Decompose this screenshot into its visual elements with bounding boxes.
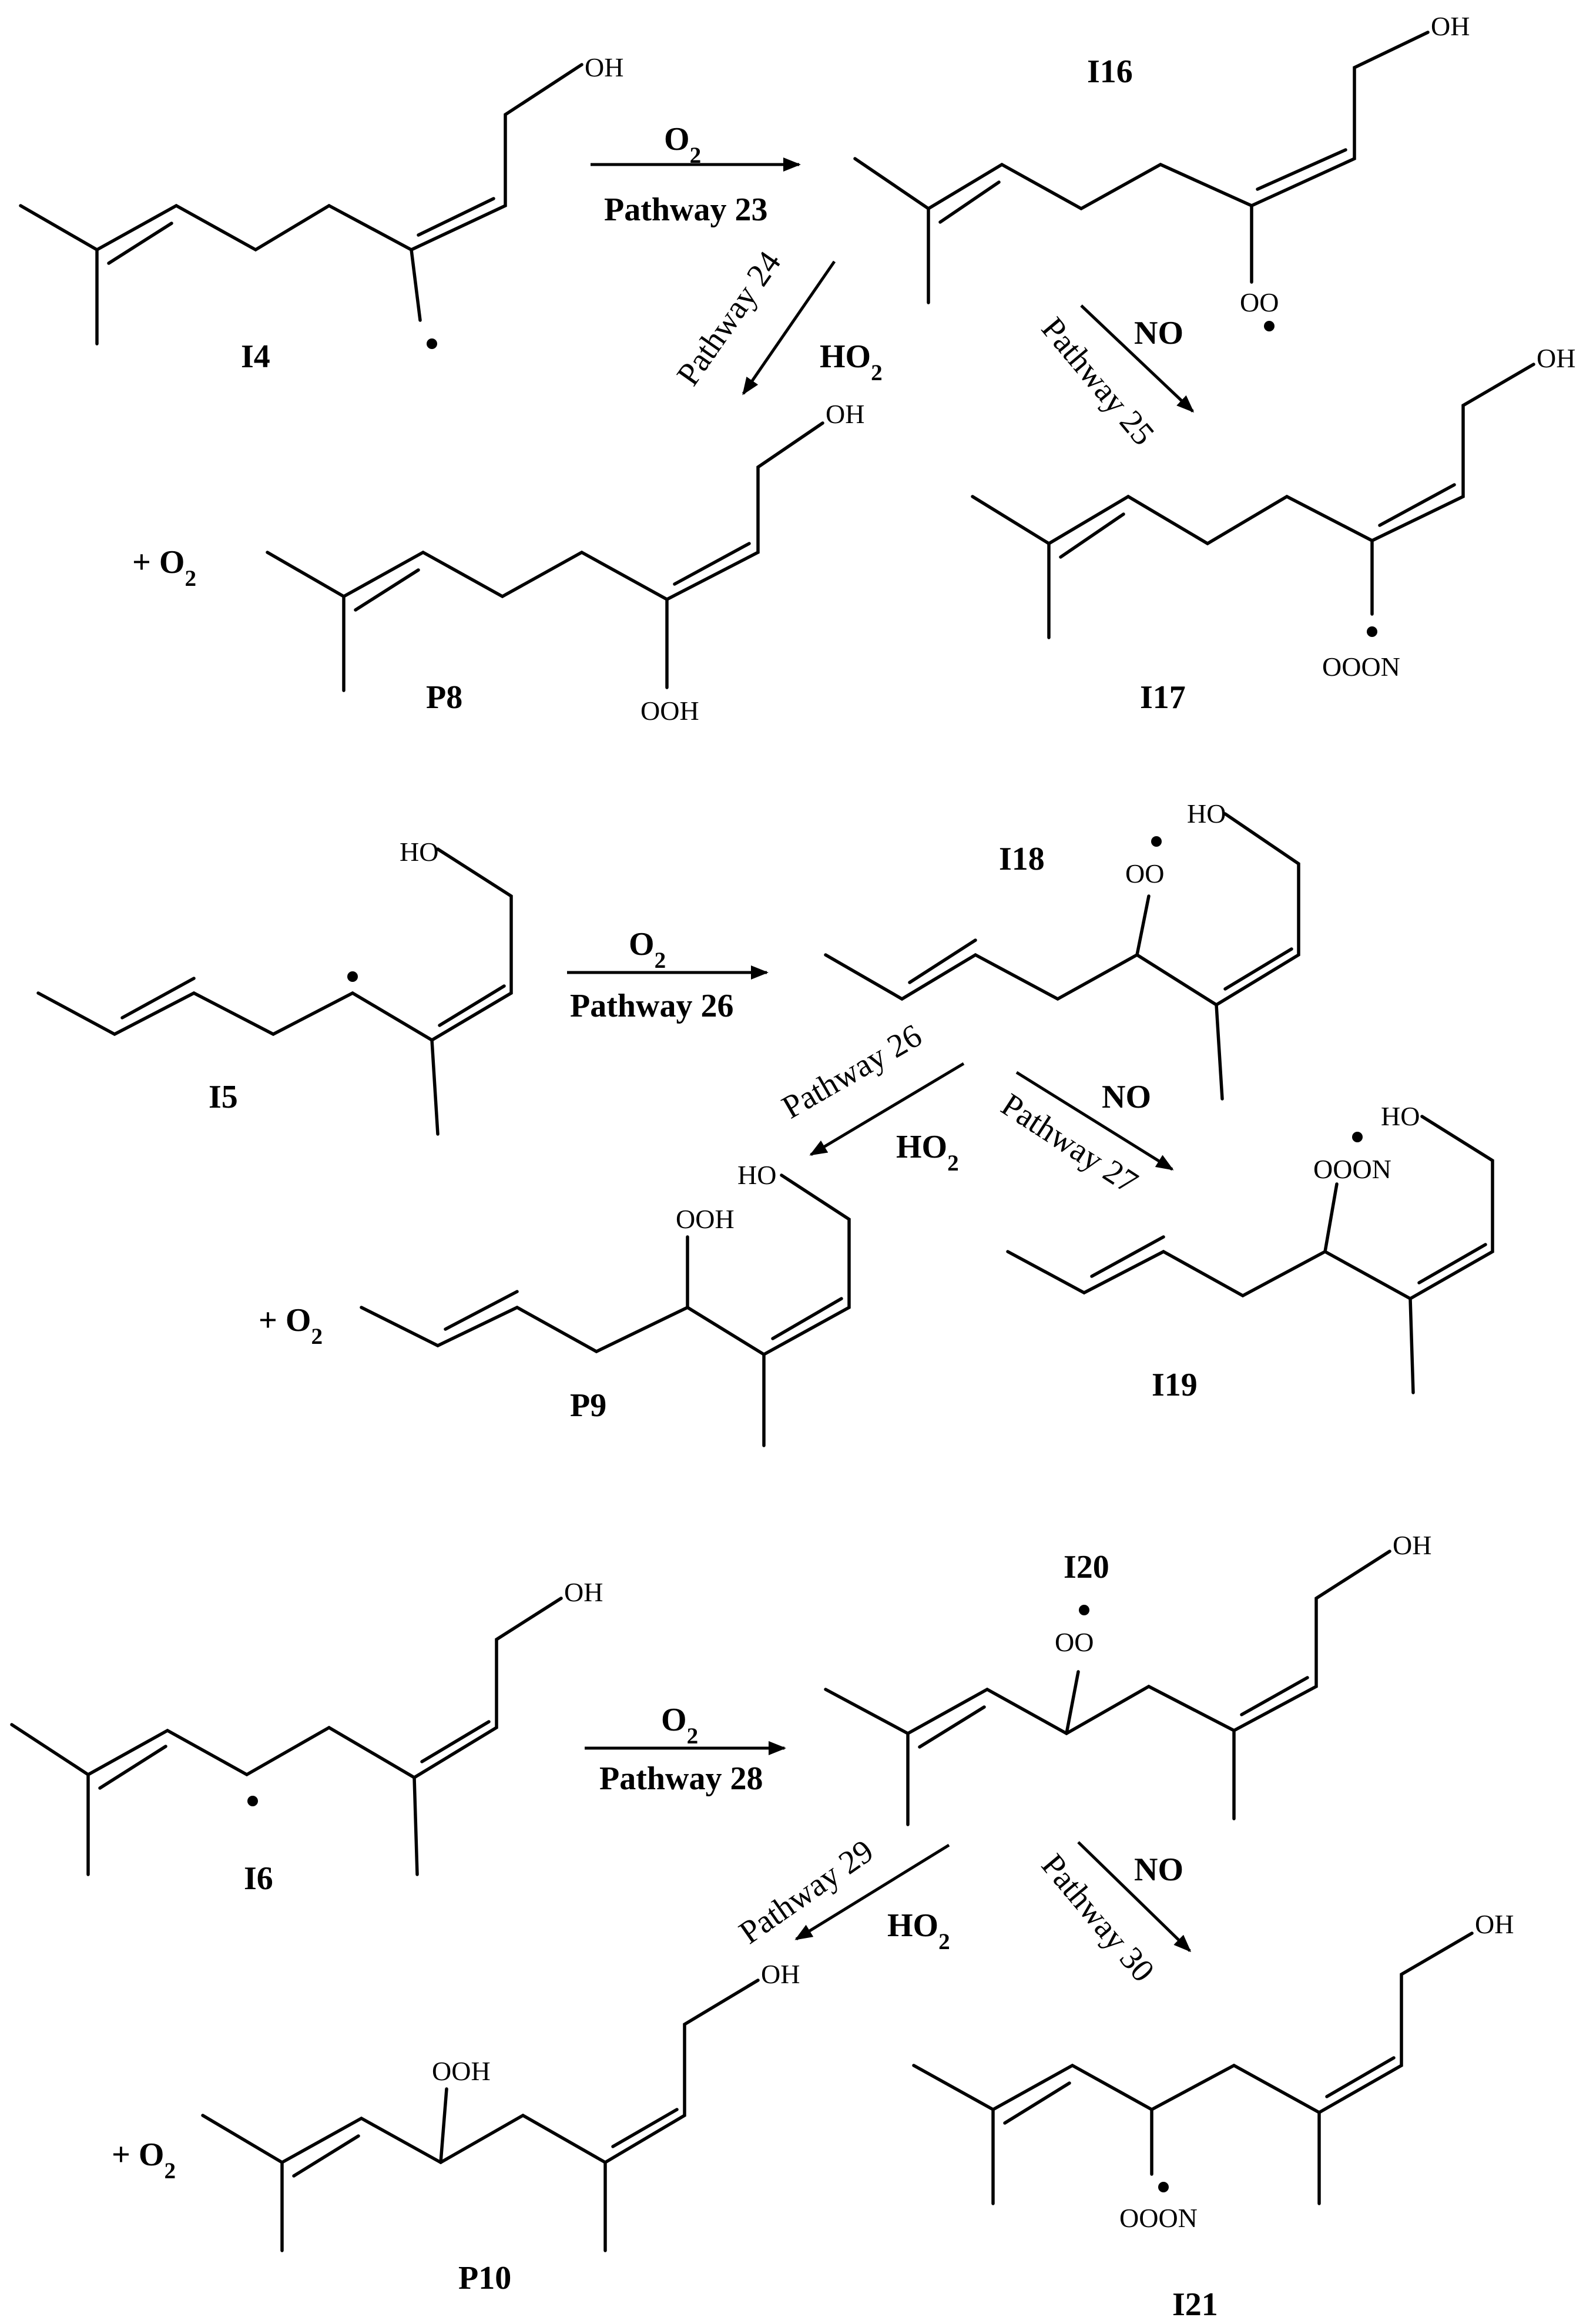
- arrow-pathway-25: NO Pathway 25: [1034, 304, 1195, 452]
- oo-group: OO: [1125, 858, 1164, 888]
- radical-dot: [1352, 1132, 1363, 1142]
- molecule-i5: HO I5: [36, 837, 513, 1136]
- molecule-p10: + O2 OOH OH P10: [112, 1959, 800, 2296]
- ooh-group: OOH: [676, 1204, 735, 1234]
- compound-label-p10: P10: [458, 2260, 511, 2296]
- oo-group: OO: [1055, 1627, 1094, 1657]
- pathway-label: Pathway 23: [604, 192, 767, 228]
- ooon-group: OOON: [1322, 652, 1400, 682]
- pathway-label: Pathway 28: [599, 1760, 763, 1797]
- reagent-ho2: HO2: [896, 1129, 959, 1176]
- molecule-p9: + O2 OOH HO P9: [259, 1160, 851, 1447]
- molecule-i16: OO OH I16: [853, 11, 1470, 331]
- compound-label-i5: I5: [209, 1079, 238, 1115]
- reagent-ho2: HO2: [887, 1907, 950, 1954]
- arrow-pathway-28: O2 Pathway 28: [585, 1702, 786, 1797]
- compound-label-p8: P8: [426, 679, 462, 716]
- ooon-group: OOON: [1313, 1154, 1391, 1184]
- molecule-i21: OOON OH I21: [912, 1909, 1514, 2323]
- compound-label-i19: I19: [1152, 1367, 1198, 1403]
- molecule-i19: OOON HO I19: [1006, 1101, 1494, 1403]
- ho-group: HO: [737, 1160, 776, 1190]
- compound-label-i20: I20: [1064, 1549, 1109, 1585]
- arrow-pathway-29: Pathway 29 HO2: [733, 1833, 950, 1954]
- reagent-o2: O2: [629, 926, 666, 973]
- arrow-pathway-23: O2 Pathway 23: [591, 121, 801, 228]
- ho-group: HO: [400, 837, 438, 867]
- plus-o2: + O2: [112, 2137, 176, 2184]
- reagent-no: NO: [1134, 1852, 1183, 1888]
- ho-group: HO: [1187, 799, 1226, 829]
- radical-dot: [347, 971, 358, 982]
- oh-group: OH: [1393, 1530, 1431, 1560]
- plus-o2: + O2: [132, 544, 196, 591]
- reagent-o2: O2: [661, 1702, 698, 1749]
- compound-label-i21: I21: [1172, 2286, 1218, 2323]
- radical-dot: [427, 338, 437, 349]
- compound-label-i18: I18: [999, 841, 1045, 877]
- compound-label-i16: I16: [1087, 53, 1133, 90]
- radical-dot: [1079, 1605, 1089, 1615]
- molecule-i18: OO HO I18: [824, 799, 1300, 1101]
- reagent-no: NO: [1134, 315, 1183, 351]
- reagent-no: NO: [1102, 1079, 1151, 1115]
- oo-group: OO: [1240, 287, 1279, 317]
- compound-label-p9: P9: [570, 1387, 606, 1424]
- radical-dot: [1264, 321, 1275, 331]
- reagent-ho2: HO2: [820, 338, 883, 385]
- oh-group: OH: [1475, 1909, 1514, 1939]
- oh-group: OH: [1537, 343, 1575, 373]
- molecule-i6: OH I6: [10, 1577, 603, 1897]
- ooh-group: OOH: [432, 2056, 491, 2086]
- molecule-i4: OH I4: [19, 52, 623, 375]
- radical-dot: [1367, 626, 1377, 637]
- oh-group: OH: [1431, 11, 1470, 41]
- compound-label-i6: I6: [244, 1860, 273, 1897]
- plus-o2: + O2: [259, 1302, 323, 1349]
- radical-dot: [247, 1796, 258, 1806]
- pathway-label: Pathway 26: [776, 1017, 928, 1126]
- ooh-group: OOH: [640, 696, 699, 726]
- arrow-pathway-30: NO Pathway 30: [1034, 1841, 1192, 1989]
- compound-label-i4: I4: [241, 338, 270, 375]
- radical-dot: [1151, 836, 1162, 847]
- arrow-pathway-24: Pathway 24 HO2: [670, 245, 883, 395]
- ooon-group: OOON: [1119, 2203, 1198, 2233]
- molecule-i17: OOON OH I17: [971, 343, 1575, 716]
- oh-group: OH: [826, 399, 864, 429]
- ho-group: HO: [1381, 1101, 1420, 1131]
- oh-group: OH: [564, 1577, 603, 1607]
- arrow-pathway-26: O2 Pathway 26: [567, 926, 769, 1024]
- arrow-pathway-27: NO Pathway 27: [995, 1071, 1174, 1201]
- molecule-i20: OO OH I20: [824, 1530, 1431, 1826]
- pathway-label: Pathway 26: [570, 988, 733, 1024]
- reagent-o2: O2: [664, 121, 701, 168]
- molecule-p8: + O2 OOH OH P8: [132, 399, 864, 726]
- arrow-pathway-26-ho2: Pathway 26 HO2: [776, 1017, 965, 1176]
- oh-group: OH: [585, 52, 623, 82]
- compound-label-i17: I17: [1140, 679, 1186, 716]
- radical-dot: [1158, 2182, 1169, 2192]
- oh-group: OH: [761, 1959, 800, 1989]
- pathway-label: Pathway 24: [670, 245, 789, 393]
